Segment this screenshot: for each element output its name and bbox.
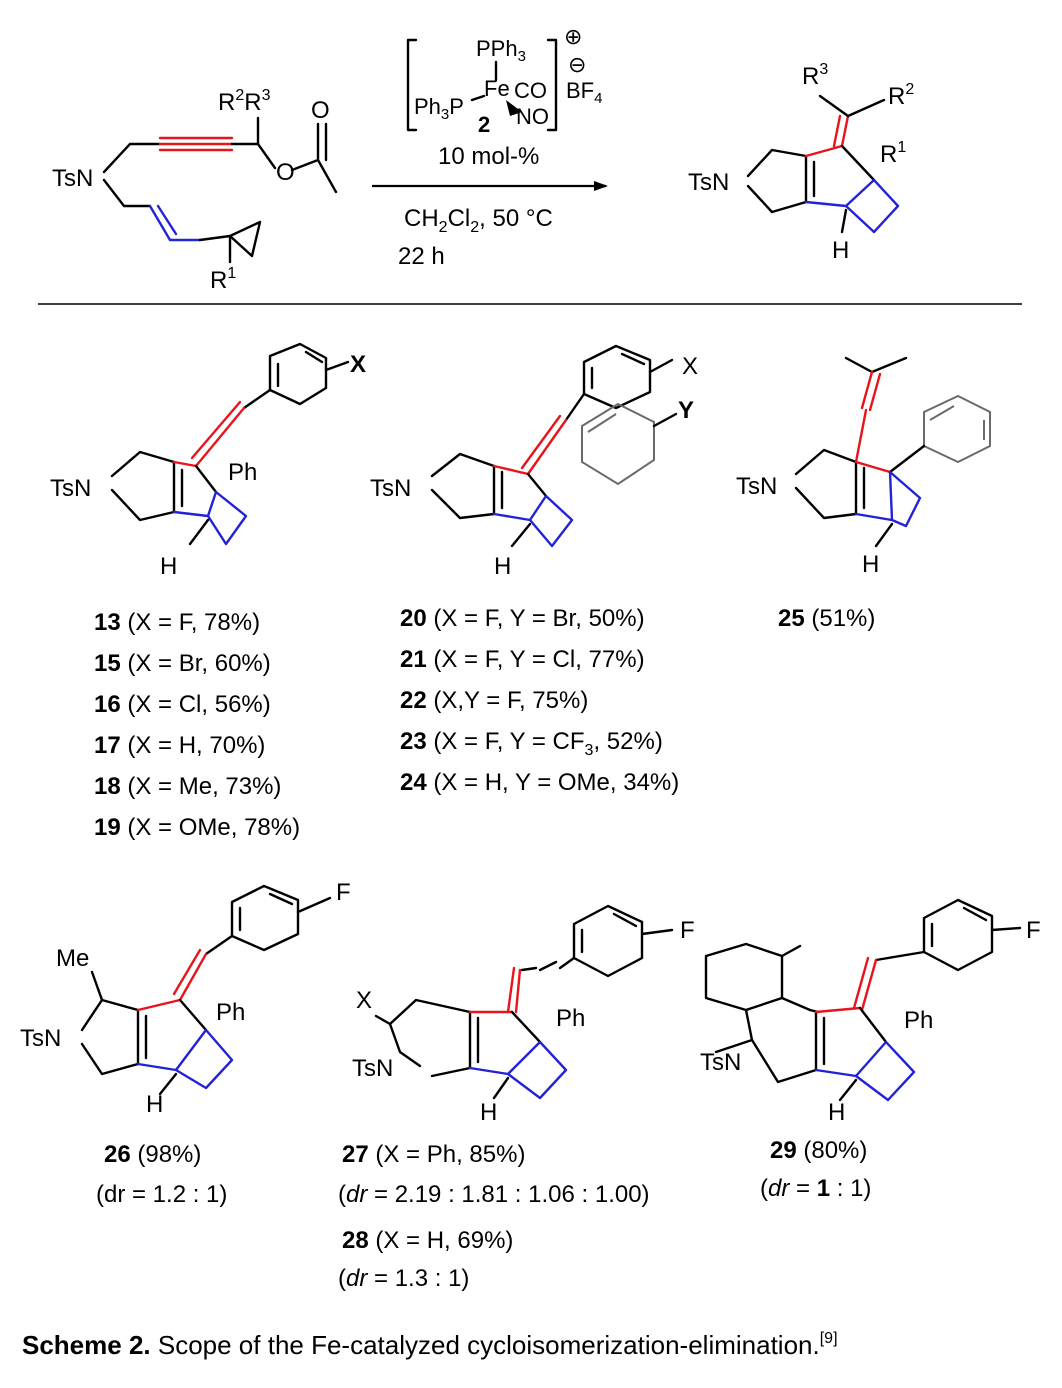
compound-entry: 16 (X = Cl, 56%) <box>94 691 271 718</box>
compound-27-entry: 27 (X = Ph, 85%) <box>342 1141 525 1168</box>
compound-13-tsn-label: TsN <box>50 475 91 502</box>
compound-29-tsn-label: TsN <box>700 1049 741 1076</box>
compound-20-tsn-label: TsN <box>370 475 411 502</box>
reactant-carbonyl-o-label: O <box>311 97 330 124</box>
compound-29-dr: (dr = 1 : 1) <box>760 1175 871 1202</box>
compound-20-h-label: H <box>494 553 511 580</box>
product-tsn-label: TsN <box>688 169 729 196</box>
compound-28-dr: (dr = 1.3 : 1) <box>338 1265 469 1292</box>
compound-29-entry: 29 (80%) <box>770 1137 867 1164</box>
compound-25-structure <box>794 356 991 548</box>
reactant-r1-label: R1 <box>210 265 236 294</box>
catalyst-structure <box>406 38 558 132</box>
catalyst-number: 2 <box>478 112 490 137</box>
compound-26-f-label: F <box>336 879 351 906</box>
condition-loading: 10 mol-% <box>438 143 539 170</box>
catalyst-bf4-label: BF4 <box>566 78 602 107</box>
compound-29-ph-label: Ph <box>904 1007 933 1034</box>
compound-13-x-label: X <box>350 351 366 378</box>
catalyst-ph3p-label: Ph3P <box>414 94 464 123</box>
compound-13-structure <box>110 342 350 546</box>
compound-entry: 23 (X = F, Y = CF3, 52%) <box>400 728 663 759</box>
compound-20-y-label: Y <box>678 397 694 424</box>
compound-29-h-label: H <box>828 1099 845 1126</box>
product-r2-label: R2 <box>888 81 914 110</box>
compound-26-structure <box>80 884 332 1096</box>
compound-entry: 24 (X = H, Y = OMe, 34%) <box>400 769 679 796</box>
compound-26-me-label: Me <box>56 945 89 972</box>
compound-26-ph-label: Ph <box>216 999 245 1026</box>
scheme-caption: Scheme 2. Scope of the Fe-catalyzed cycl… <box>22 1330 838 1360</box>
reactant-tsn-label: TsN <box>52 165 93 192</box>
compound-27-x-label: X <box>356 987 372 1014</box>
catalyst-pph3-label: PPh3 <box>476 36 526 65</box>
product-r1-label: R1 <box>880 139 906 168</box>
compound-25-entry: 25 (51%) <box>778 605 875 632</box>
compound-entry: 15 (X = Br, 60%) <box>94 650 271 677</box>
compound-27-structure <box>374 904 674 1100</box>
catalyst-no-label: NO <box>516 104 549 129</box>
catalyst-fe-label: Fe <box>484 76 510 101</box>
compound-27-h-label: H <box>480 1099 497 1126</box>
compound-26-h-label: H <box>146 1091 163 1118</box>
compound-entry: 22 (X,Y = F, 75%) <box>400 687 588 714</box>
catalyst-co-label: CO <box>514 78 547 103</box>
compound-28-entry: 28 (X = H, 69%) <box>342 1227 513 1254</box>
reactant-structure <box>102 116 338 264</box>
reactant-acetate-o-label: O <box>276 159 295 186</box>
compound-entry: 18 (X = Me, 73%) <box>94 773 281 800</box>
compound-20-x-label: X <box>682 353 698 380</box>
compound-20-24-list: 20 (X = F, Y = Br, 50%) 21 (X = F, Y = C… <box>400 605 679 796</box>
catalyst-charge-plus: ⊕ <box>564 24 582 49</box>
compound-entry: 17 (X = H, 70%) <box>94 732 265 759</box>
product-r3-label: R3 <box>802 61 828 90</box>
condition-solvent: CH2Cl2, 50 °C <box>404 205 553 236</box>
condition-time: 22 h <box>398 243 445 270</box>
compound-13-h-label: H <box>160 553 177 580</box>
compound-entry: 21 (X = F, Y = Cl, 77%) <box>400 646 645 673</box>
compound-entry: 13 (X = F, 78%) <box>94 609 260 636</box>
compound-26-dr: (dr = 1.2 : 1) <box>96 1181 227 1208</box>
product-structure <box>746 94 900 234</box>
compound-13-ph-label: Ph <box>228 459 257 486</box>
compound-25-h-label: H <box>862 551 879 578</box>
compound-25-tsn-label: TsN <box>736 473 777 500</box>
compound-entry: 20 (X = F, Y = Br, 50%) <box>400 605 645 632</box>
compound-29-structure <box>704 898 1022 1102</box>
compound-27-ph-label: Ph <box>556 1005 585 1032</box>
compound-27-dr: (dr = 2.19 : 1.81 : 1.06 : 1.00) <box>338 1181 650 1208</box>
compound-20-structure <box>430 344 678 548</box>
catalyst-charge-minus: ⊖ <box>568 52 586 77</box>
reactant-r2-label: R2R3 <box>218 87 271 116</box>
product-h-label: H <box>832 237 849 264</box>
compound-27-f-label: F <box>680 917 695 944</box>
compound-13-19-list: 13 (X = F, 78%) 15 (X = Br, 60%) 16 (X =… <box>94 609 300 841</box>
compound-27-tsn-label: TsN <box>352 1055 393 1082</box>
compound-26-tsn-label: TsN <box>20 1025 61 1052</box>
compound-29-f-label: F <box>1026 917 1041 944</box>
compound-26-entry: 26 (98%) <box>104 1141 201 1168</box>
compound-entry: 19 (X = OMe, 78%) <box>94 814 300 841</box>
